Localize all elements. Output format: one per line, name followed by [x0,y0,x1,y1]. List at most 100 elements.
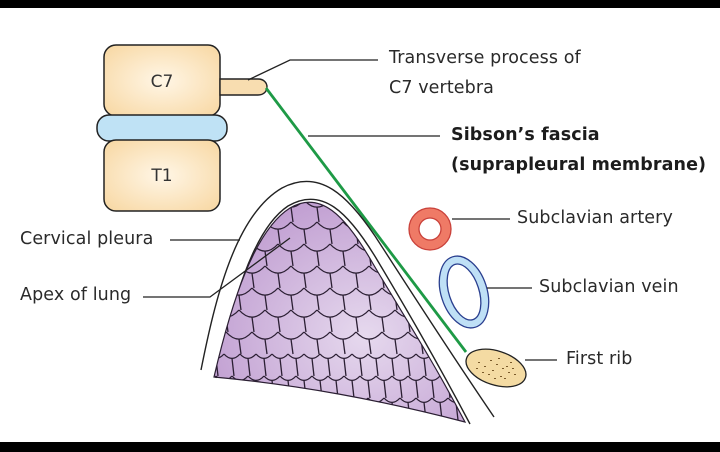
alveolus-mark [368,207,372,223]
alveolus-mark [192,354,208,358]
alveolus-mark [279,419,297,422]
alveolus-mark [499,251,501,266]
alveolus-mark [214,251,216,267]
lung-outline [213,201,467,423]
alveolus-mark [486,332,512,339]
alveolus-mark [225,229,229,245]
alveolus-mark [251,273,255,289]
alveolus-mark [480,424,482,442]
alveolus-mark [342,251,346,267]
alveolus-mark [247,358,251,377]
alveolus-mark [311,358,315,377]
alveolus-mark [394,339,398,355]
alveolus-mark [496,398,512,402]
subclavian-vein-label: Subclavian vein [539,277,679,297]
alveolus-mark [512,229,514,244]
rib-speckle [500,376,502,377]
alveolus-mark [472,402,474,420]
rib-speckle [488,374,490,375]
alveolus-mark [295,402,299,421]
alveolus-mark [277,317,281,333]
alveolus-mark [383,380,387,399]
alveolus-mark [279,358,283,377]
alveolus-mark [336,424,338,442]
alveolus-mark [486,288,512,295]
alveolus-mark [399,380,403,399]
alveolus-mark [486,244,512,251]
alveolus-mark [439,419,457,422]
alveolus-mark [432,424,434,442]
alveolus-mark [480,380,482,398]
alveolus-mark [459,243,465,252]
transverse-process-label-line1: Transverse process of [389,48,581,68]
alveolus-mark [447,353,465,360]
rib-speckle [506,366,508,367]
alveolus-mark [240,424,242,442]
alveolus-mark [200,229,202,244]
alveolus-mark [224,424,226,442]
sibsons-fascia-label-line2: (suprapleural membrane) [451,155,707,175]
alveolus-mark [214,397,225,404]
transverse-process-label-line2: C7 vertebra [389,78,494,98]
first-rib [465,348,527,388]
alveolus-mark [231,402,235,421]
alveolus-mark [303,229,307,245]
alveolus-mark [423,358,427,377]
alveolus-mark [238,295,242,311]
alveolus-mark [384,424,386,442]
alveolus-mark [303,273,307,289]
alveolus-mark [311,402,315,421]
alveolus-mark [464,424,466,442]
alveolus-mark [303,397,321,404]
alveolus-mark [433,202,461,208]
rib-speckle [490,360,492,361]
alveolus-mark [486,229,488,244]
alveolus-mark [288,424,290,442]
alveolus-mark [287,397,305,404]
alveolus-mark [251,317,255,333]
alveolus-mark [499,295,501,310]
alveolus-mark [463,380,465,399]
alveolus-mark [264,339,268,355]
alveolus-mark [187,339,189,354]
alveolus-mark [214,419,217,422]
alveolus-mark [247,419,265,422]
alveolus-mark [174,332,200,339]
alveolus-mark [184,420,200,424]
alveolus-mark [459,202,465,208]
alveolus-mark [375,358,379,377]
sibsons-fascia-line [264,87,468,353]
alveolus-mark [327,358,331,377]
alveolus-mark [342,339,346,355]
alveolus-mark [223,380,227,399]
alveolus-mark [351,380,355,399]
alveolus-mark [431,380,435,399]
alveolus-mark [200,317,202,332]
alveolus-mark [225,202,253,208]
alveolus-mark [463,397,465,404]
alveolus-mark [192,380,194,398]
alveolus-mark [512,273,514,288]
alveolus-mark [459,229,463,245]
rib-speckle [478,362,480,363]
alveolus-mark [263,419,281,422]
alveolus-mark [316,339,320,355]
alveolus-mark [247,402,251,421]
alveolus-mark [343,358,347,377]
alveolus-mark [192,398,208,402]
alveolus-mark [187,251,189,266]
alveolus-mark [499,266,525,273]
alveolus-mark [184,376,200,380]
alveolus-mark [359,358,363,377]
alveolus-mark [381,317,385,333]
alveolus-mark [214,331,227,340]
alveolus-mark [256,424,258,442]
rib-speckle [476,368,478,369]
alveolus-mark [290,207,294,223]
alveolus-mark [263,358,267,377]
alveolus-mark [355,202,383,208]
rib-speckle [514,374,516,375]
alveolus-mark [496,424,498,442]
alveolus-mark [238,221,266,230]
alveolus-mark [329,229,333,245]
